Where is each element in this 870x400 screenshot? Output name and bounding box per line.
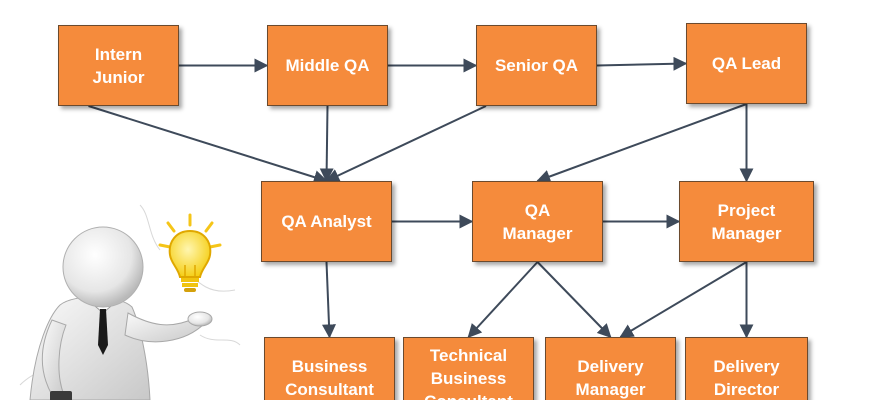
node-qa-analyst: QA Analyst xyxy=(261,181,392,262)
edge-qa-lead-to-qa-manager xyxy=(536,103,747,184)
node-technical-business-consultant: Technical Business Consultant xyxy=(403,337,534,400)
node-label-line: Technical xyxy=(429,346,508,365)
node-qa-manager: QA Manager xyxy=(472,181,603,262)
node-label-line: Manager xyxy=(711,223,782,243)
node-label-line: Business xyxy=(291,357,368,376)
edge-middle-qa-to-qa-analyst xyxy=(319,105,334,183)
node-label-line: QA Lead xyxy=(711,54,782,73)
node-middle-qa: Middle QA xyxy=(267,25,388,106)
node-label-line: Director xyxy=(713,380,780,399)
node-label-line: Business xyxy=(430,369,507,388)
node-label-line: Manager xyxy=(575,380,646,399)
node-business-consultant: Business Consultant xyxy=(264,337,395,400)
edge-qa-manager-to-delivery-manager xyxy=(536,261,612,339)
node-label-line: Delivery xyxy=(577,357,644,376)
node-label-line: Intern xyxy=(94,44,143,64)
node-label-line: Delivery xyxy=(713,357,780,376)
edge-intern-junior-to-qa-analyst xyxy=(88,105,328,184)
node-project-manager: Project Manager xyxy=(679,181,814,262)
node-label-line: QA Analyst xyxy=(281,212,372,231)
edge-project-manager-to-delivery-manager xyxy=(619,261,748,338)
node-label-line: Senior QA xyxy=(494,56,579,75)
node-label-line: Manager xyxy=(502,223,573,243)
node-delivery-manager: Delivery Manager xyxy=(545,337,676,400)
edge-qa-manager-to-technical-business-consultant xyxy=(467,261,539,339)
node-label-line: Consultant xyxy=(285,380,374,399)
businessman-figure xyxy=(19,204,241,400)
edge-senior-qa-to-qa-lead xyxy=(596,56,688,71)
node-label-line: Junior xyxy=(92,67,145,87)
node-intern-junior: Intern Junior xyxy=(58,25,179,106)
node-senior-qa: Senior QA xyxy=(476,25,597,106)
edge-qa-analyst-to-business-consultant xyxy=(322,261,336,339)
edge-senior-qa-to-qa-analyst xyxy=(325,105,487,182)
node-label-line: Consultant xyxy=(424,390,513,400)
node-label-line: Middle QA xyxy=(285,56,370,75)
light-bulb-icon xyxy=(158,213,222,292)
node-delivery-director: Delivery Director xyxy=(685,337,808,400)
node-label-line: Project xyxy=(717,200,776,220)
node-qa-lead: QA Lead xyxy=(686,23,807,104)
node-label-line: QA xyxy=(524,200,551,220)
